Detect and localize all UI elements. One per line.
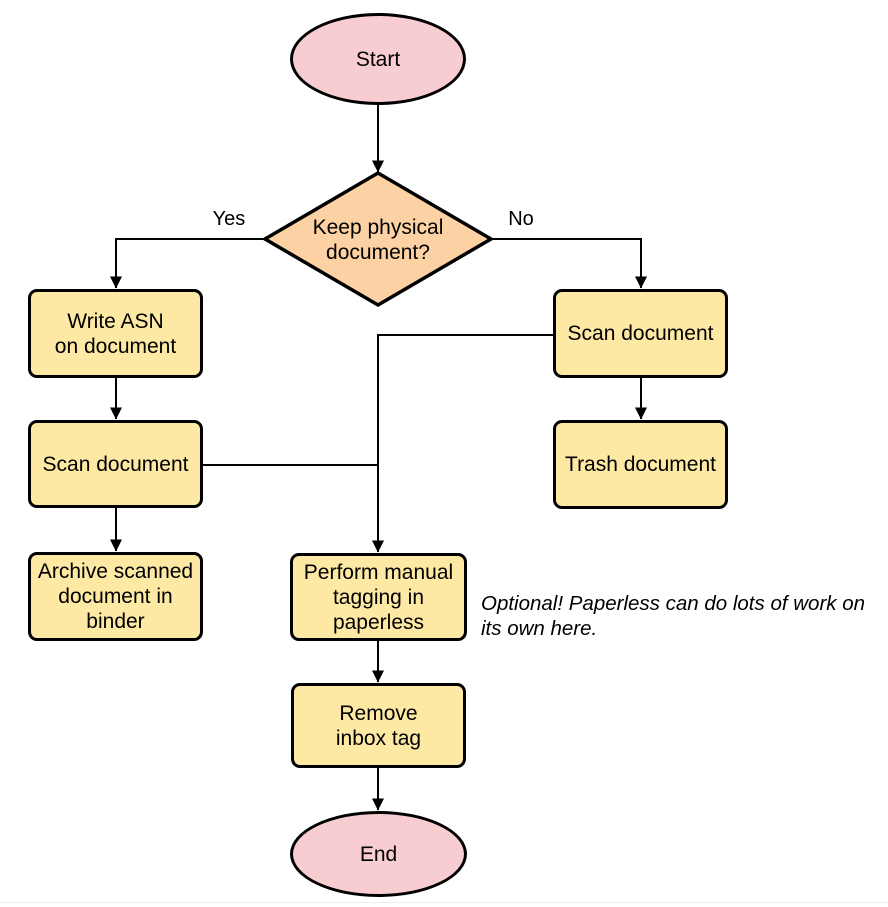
node-scan-document-left: Scan document	[28, 420, 203, 508]
node-remove-inbox-tag: Remove inbox tag	[291, 683, 466, 768]
optional-note: Optional! Paperless can do lots of work …	[481, 592, 866, 640]
node-start: Start	[290, 13, 466, 105]
edge-label-yes: Yes	[212, 208, 246, 230]
edge-label-no: No	[508, 208, 534, 230]
edge-scan-right-to-manual-tagging	[372, 334, 553, 553]
node-manual-tagging: Perform manual tagging in paperless	[290, 553, 467, 641]
node-end: End	[290, 811, 467, 897]
node-trash: Trash document	[553, 420, 728, 509]
bottom-hairline	[0, 902, 888, 903]
edge-decision-no-to-scan-right	[491, 238, 647, 289]
node-write-asn: Write ASN on document	[28, 289, 203, 378]
decision-shape	[261, 170, 495, 308]
edge-decision-yes-to-write-asn	[110, 238, 265, 289]
node-archive: Archive scanned document in binder	[28, 552, 203, 641]
node-scan-document-right: Scan document	[553, 289, 728, 378]
node-decision-label: Keep physical document?	[312, 216, 444, 264]
